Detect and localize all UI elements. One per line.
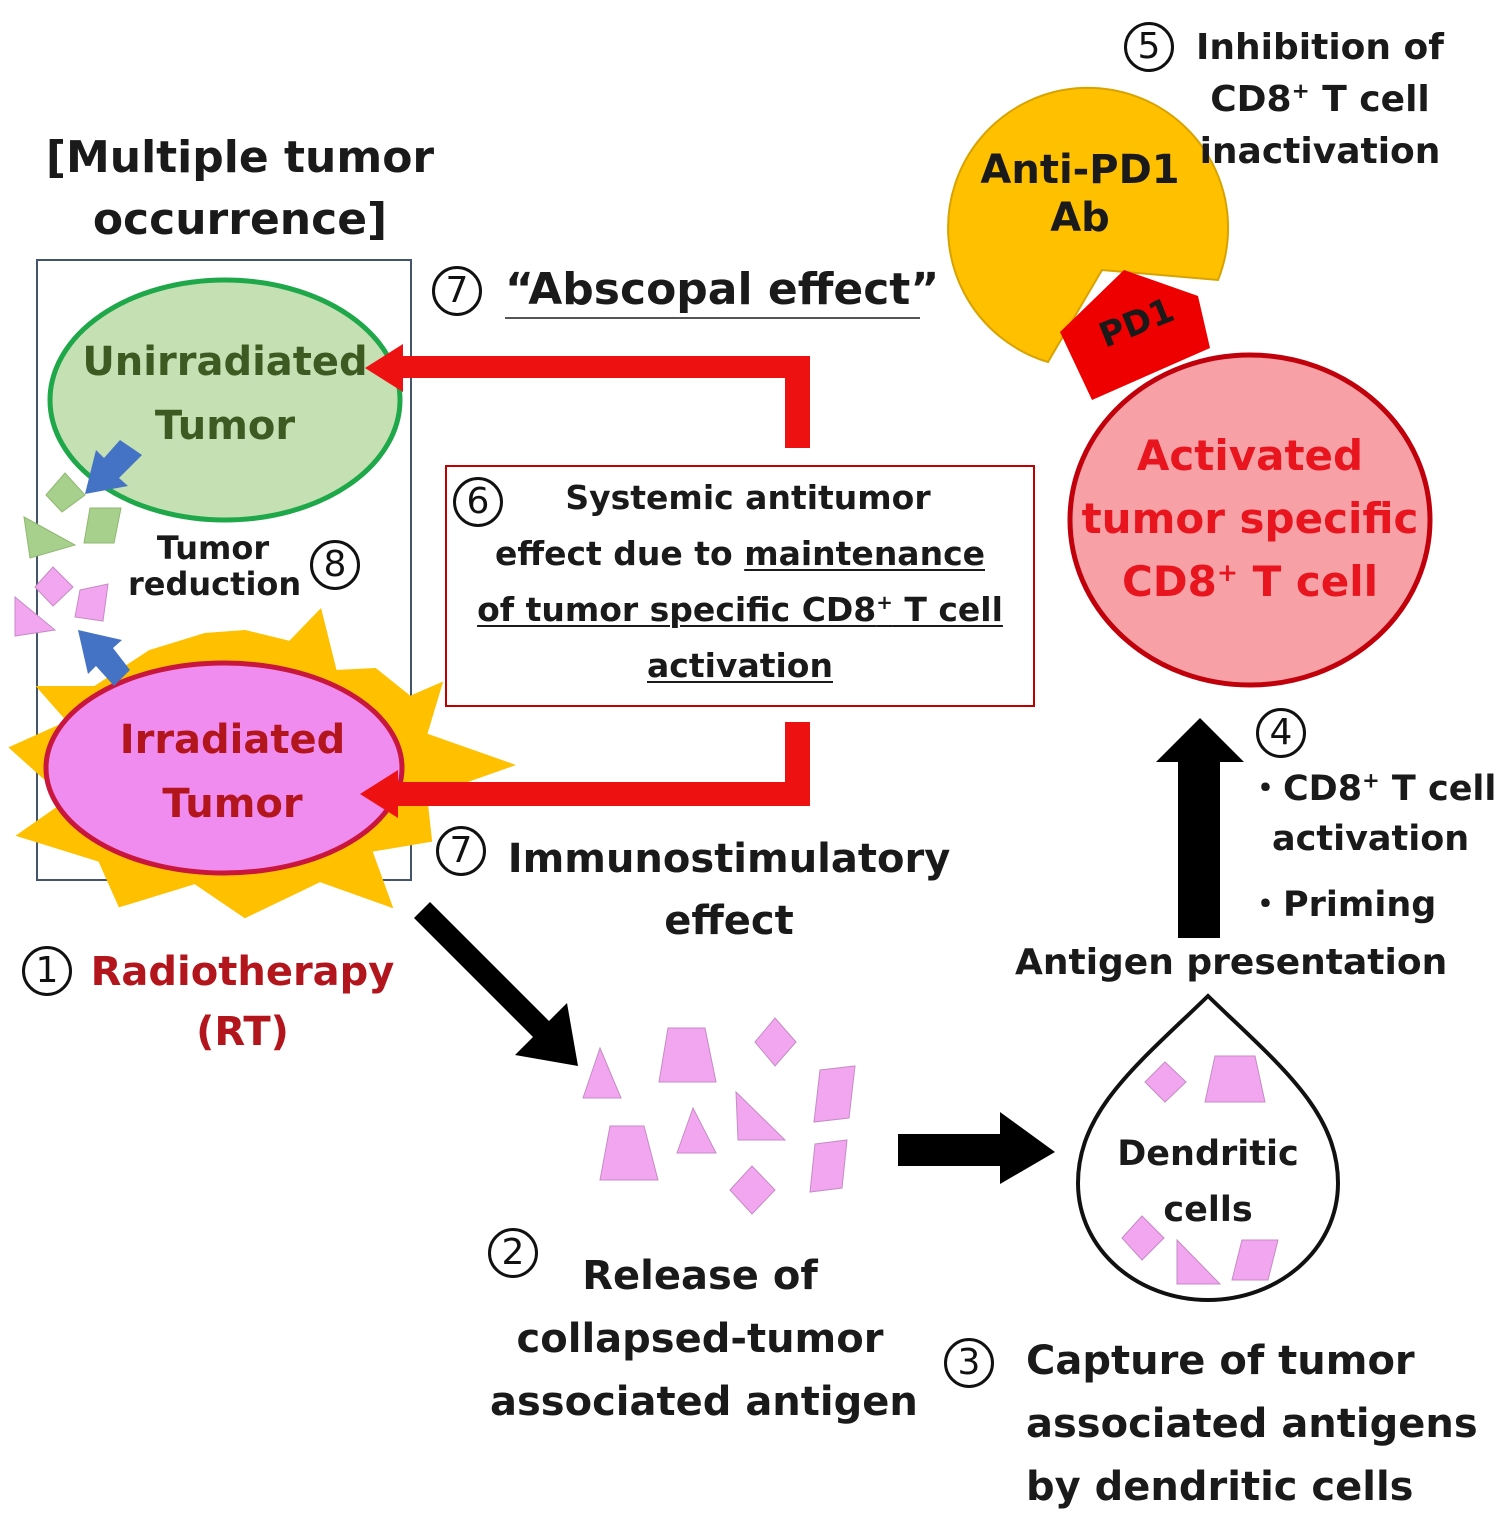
capture-line3: by dendritic cells	[1026, 1464, 1414, 1510]
unirradiated-line2: Tumor	[154, 403, 296, 449]
dendritic-line2: cells	[1163, 1190, 1253, 1230]
activated-tcell-shape	[1067, 352, 1433, 688]
systemic-sup: +	[876, 591, 893, 614]
step-2-marker: 2	[488, 1228, 538, 1278]
unirradiated-tumor-shape	[47, 277, 403, 523]
panel-title-line2: occurrence]	[92, 194, 388, 245]
blue-arrow-upper	[85, 440, 142, 494]
systemic-effect-text: Systemic antitumor effect due to mainten…	[446, 470, 1034, 694]
antigen-fragments	[582, 1017, 856, 1215]
abscopal-label: “Abscopal effect”	[505, 264, 940, 315]
activated-sup: +	[1216, 558, 1238, 587]
dendritic-line1: Dendritic	[1117, 1134, 1299, 1174]
step-7-immuno-marker: 7	[436, 826, 486, 876]
bullet-cd8-activation: ・CD8+ T cell	[1248, 764, 1496, 814]
step-6-marker: 6	[453, 477, 503, 527]
pink-fragments-left	[14, 566, 109, 637]
pd1-receptor-shape	[1060, 270, 1210, 400]
dendritic-fragments	[1121, 1055, 1279, 1285]
release-line1: Release of	[582, 1253, 818, 1299]
capture-line1: Capture of tumor	[1026, 1338, 1415, 1384]
systemic-line4: activation	[647, 646, 833, 685]
systemic-box	[445, 465, 1035, 707]
bullet1-sup: +	[1362, 768, 1380, 793]
immuno-line2: effect	[664, 898, 794, 944]
abscopal-arrow	[365, 344, 810, 448]
bullet1-post: T cell	[1379, 769, 1497, 809]
activated-line3-pre: CD8	[1121, 557, 1217, 606]
blue-arrows	[78, 440, 142, 686]
capture-line2: associated antigens	[1026, 1401, 1478, 1447]
immunostimulatory-label: Immunostimulatory effect	[505, 828, 953, 952]
immuno-line1: Immunostimulatory	[507, 836, 951, 882]
systemic-line2-underlined: maintenance	[744, 534, 986, 573]
panel-title: [Multiple tumor occurrence]	[40, 127, 440, 251]
radiotherapy-line1: Radiotherapy	[90, 949, 395, 995]
systemic-line3: of tumor specific CD8+ T cell	[446, 582, 1034, 638]
inhibition-line2-post: T cell	[1309, 79, 1430, 120]
anti-pd1-antibody-shape	[947, 86, 1229, 364]
step-7-abscopal-marker: 7	[432, 266, 482, 316]
step-8-marker: 8	[310, 540, 360, 590]
radiotherapy-label: Radiotherapy (RT)	[90, 942, 395, 1062]
green-fragments	[23, 472, 122, 559]
systemic-line3-pre: of tumor specific CD8	[477, 590, 877, 629]
systemic-line2: effect due to maintenance	[446, 526, 1034, 582]
anti-pd1-line1: Anti-PD1	[980, 147, 1180, 193]
step-4-marker: 4	[1256, 708, 1306, 758]
activated-line1: Activated	[1136, 431, 1364, 480]
step-3-marker: 3	[944, 1338, 994, 1388]
release-label: Release of collapsed-tumor associated an…	[490, 1245, 918, 1434]
release-line3: associated antigen	[490, 1379, 918, 1425]
antigen-presentation-label: Antigen presentation	[1015, 942, 1448, 983]
activated-line2: tumor specific	[1081, 494, 1419, 543]
inhibition-line1: Inhibition of	[1196, 27, 1444, 68]
unirradiated-line1: Unirradiated	[82, 339, 368, 385]
activated-line3-post: T cell	[1237, 557, 1379, 606]
release-line2: collapsed-tumor	[516, 1316, 884, 1362]
tumor-reduction-line2: reduction	[128, 565, 302, 603]
capture-arrow	[898, 1112, 1055, 1184]
systemic-line3-post: T cell	[892, 590, 1003, 629]
bullet1-pre: ・CD8	[1248, 769, 1363, 809]
dendritic-cells-label: Dendritic cells	[1098, 1126, 1318, 1238]
activated-tcell-label: Activated tumor specific CD8+ T cell	[1075, 424, 1425, 613]
activated-line3: CD8+ T cell	[1075, 550, 1425, 613]
irradiated-line1: Irradiated	[119, 717, 346, 763]
immunostimulatory-arrow	[360, 722, 810, 818]
inhibition-label: Inhibition of CD8+ T cell inactivation	[1190, 22, 1450, 178]
irradiated-tumor-shape	[43, 660, 405, 876]
step-1-marker: 1	[22, 946, 72, 996]
tumor-reduction-line1: Tumor	[156, 529, 270, 567]
bullet-priming: ・Priming	[1248, 885, 1437, 925]
systemic-line1-text: Systemic antitumor	[565, 478, 931, 517]
inhibition-line3: inactivation	[1199, 131, 1441, 172]
activation-bullets: ・CD8+ T cell activation ・Priming	[1248, 764, 1496, 930]
anti-pd1-label: Anti-PD1 Ab	[980, 146, 1180, 242]
irradiated-line2: Tumor	[162, 781, 303, 827]
capture-label: Capture of tumor associated antigens by …	[1026, 1330, 1478, 1519]
inhibition-sup: +	[1291, 79, 1310, 104]
tumor-reduction-label: Tumor reduction	[128, 529, 302, 603]
step-5-marker: 5	[1124, 22, 1174, 72]
panel-title-line1: [Multiple tumor	[45, 132, 435, 183]
release-arrow	[414, 902, 578, 1066]
systemic-line1: Systemic antitumor	[446, 470, 1034, 526]
irradiated-tumor-label: Irradiated Tumor	[80, 708, 385, 836]
antigen-presentation-arrow	[1156, 718, 1244, 938]
blue-arrow-lower	[78, 630, 130, 686]
anti-pd1-line2: Ab	[1050, 195, 1110, 241]
inhibition-line2: CD8+ T cell	[1190, 74, 1450, 126]
bullet-cd8-activation-line2: activation	[1272, 819, 1470, 859]
systemic-line2-pre: effect due to	[494, 534, 745, 573]
unirradiated-tumor-label: Unirradiated Tumor	[60, 330, 390, 458]
inhibition-line2-pre: CD8	[1210, 79, 1292, 120]
radiotherapy-line2: (RT)	[196, 1009, 289, 1055]
